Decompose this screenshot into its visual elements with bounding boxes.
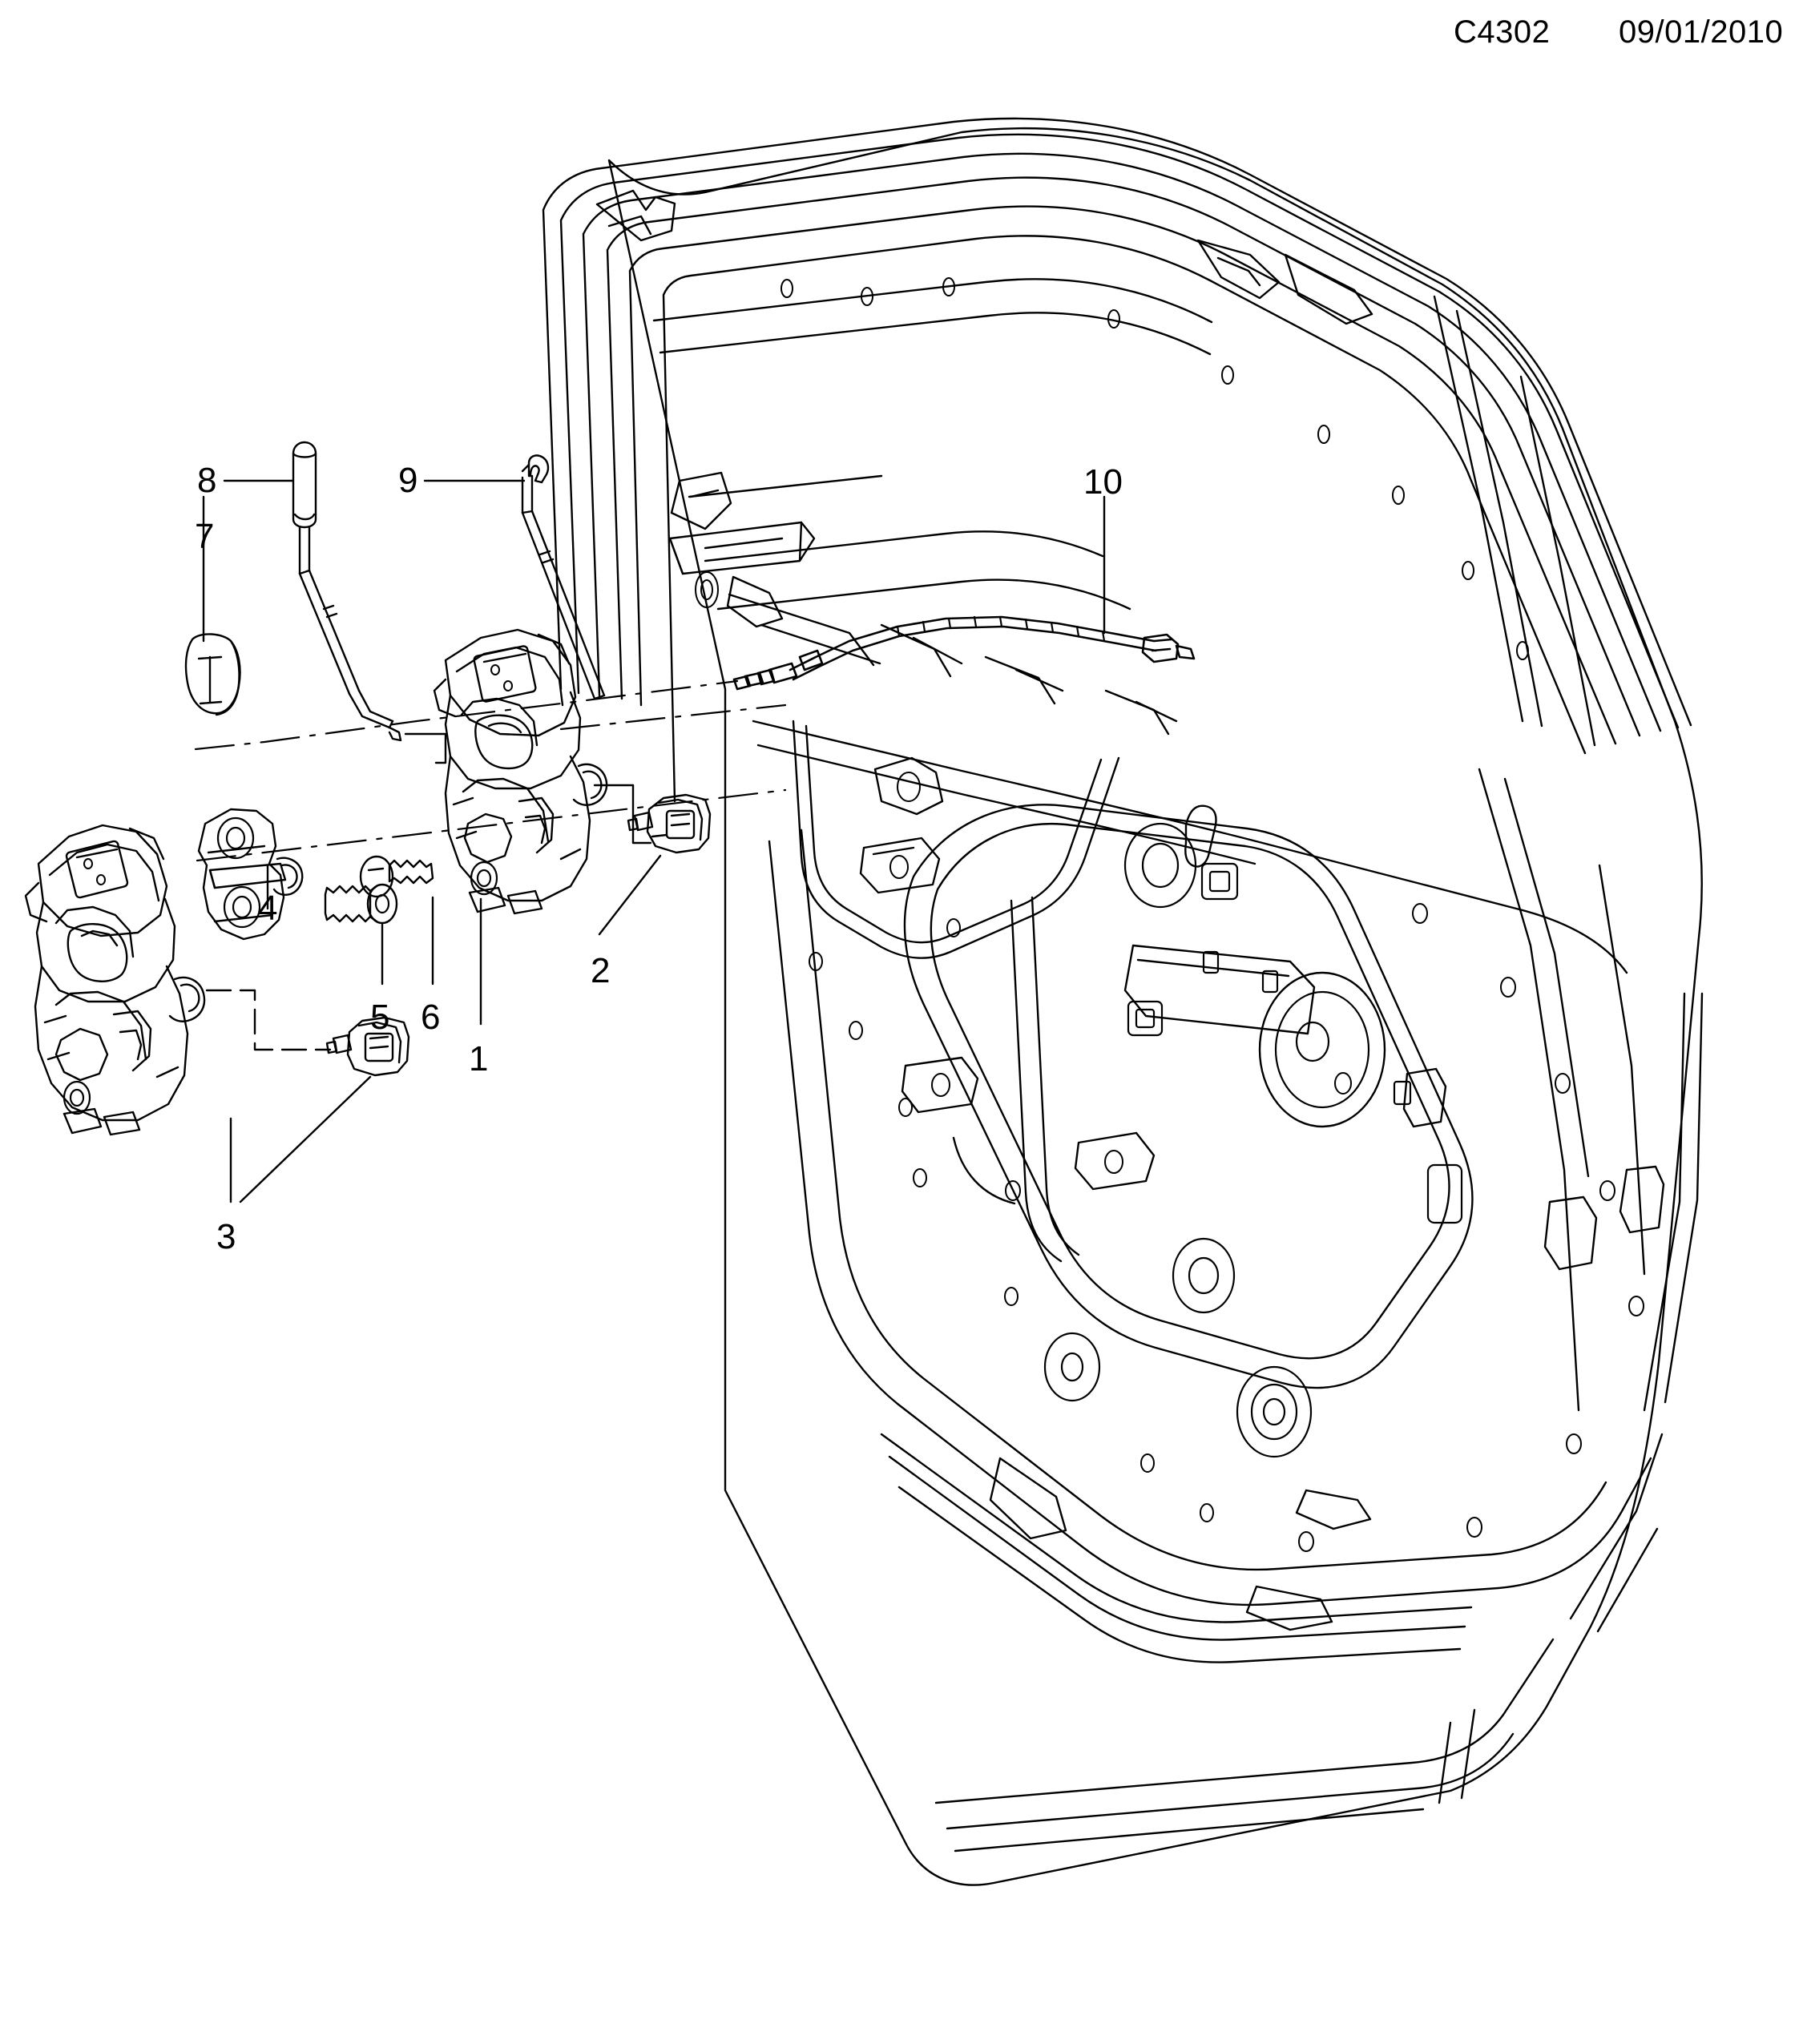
page-header: C4302 09/01/2010	[0, 0, 1803, 72]
callout-5: 5	[370, 998, 390, 1037]
callout-10: 10	[1083, 462, 1123, 502]
door-latch-assembly-right	[433, 628, 608, 915]
pan-head-screw	[359, 855, 434, 898]
callout-1: 1	[469, 1039, 489, 1078]
bracket-leader-lines	[205, 732, 652, 1051]
outside-handle-rod	[521, 454, 606, 700]
drawing-code: C4302	[1454, 14, 1551, 50]
callout-9: 9	[398, 461, 418, 500]
latch-electrical-connector-left	[325, 1016, 410, 1077]
door-striker-bracket	[197, 808, 304, 941]
callout-3: 3	[216, 1217, 236, 1256]
installation-phantom-lines	[194, 679, 787, 862]
callout-2: 2	[591, 951, 611, 990]
lock-rod-grommet-cap	[184, 633, 241, 716]
leader-lines	[202, 479, 1106, 1203]
release-cable	[732, 615, 1196, 691]
callout-6: 6	[421, 998, 441, 1037]
lock-knob-rod	[292, 441, 402, 742]
shoulder-bolt-screw	[324, 883, 398, 925]
callout-7: 7	[195, 517, 215, 556]
callout-4: 4	[258, 889, 278, 928]
drawing-date: 09/01/2010	[1619, 14, 1784, 50]
callout-8: 8	[197, 461, 217, 500]
door-assembly-outline	[542, 117, 1704, 1886]
latch-electrical-connector-right	[627, 793, 712, 854]
door-latch-assembly-left	[24, 824, 206, 1136]
